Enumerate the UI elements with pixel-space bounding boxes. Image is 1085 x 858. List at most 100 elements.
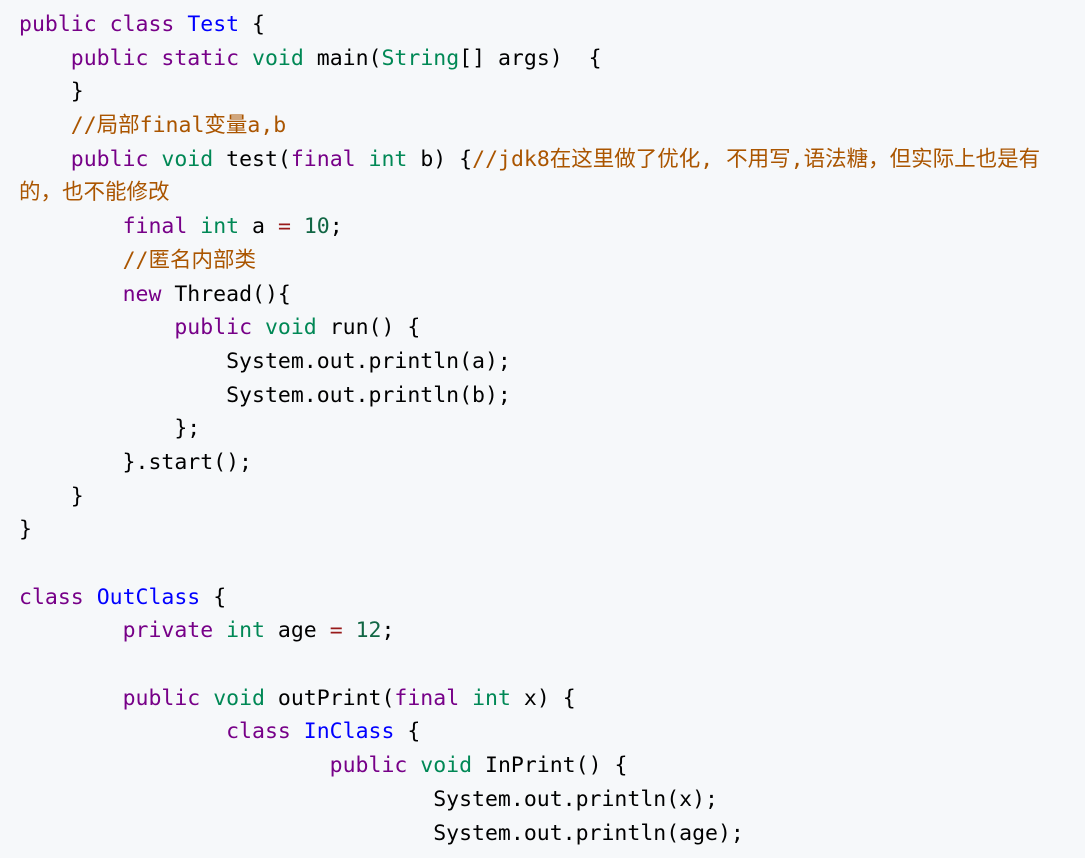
code-token-plain bbox=[19, 214, 123, 239]
code-line: new Thread(){ bbox=[19, 278, 1085, 312]
code-token-plain bbox=[19, 282, 123, 307]
code-token-keyword: final bbox=[290, 146, 356, 172]
code-token-keyword: class bbox=[226, 719, 291, 745]
code-token-plain: main( bbox=[303, 45, 382, 71]
code-line: public void InPrint() { bbox=[19, 749, 1085, 783]
code-token-keyword: public bbox=[329, 753, 408, 779]
code-token-plain: System.out.println(age); bbox=[19, 820, 744, 846]
code-token-plain bbox=[407, 753, 420, 778]
code-token-keyword: public bbox=[19, 12, 97, 37]
code-token-keyword: final bbox=[122, 214, 188, 240]
code-line: } bbox=[19, 480, 1085, 514]
code-token-keyword: static bbox=[161, 45, 240, 71]
code-line: ​ bbox=[19, 547, 1085, 581]
code-token-plain: test( bbox=[213, 146, 291, 172]
code-line: //匿名内部类 bbox=[19, 244, 1085, 278]
code-line: System.out.println(a); bbox=[19, 345, 1085, 379]
code-token-plain: }; bbox=[19, 416, 201, 442]
code-line: } bbox=[19, 513, 1085, 547]
code-line: }; bbox=[19, 412, 1085, 446]
code-token-plain: { bbox=[239, 12, 265, 37]
code-token-plain: outPrint( bbox=[264, 685, 395, 711]
code-token-keyword: public bbox=[70, 146, 149, 172]
code-line: public class Test { bbox=[19, 8, 1085, 42]
code-block: public class Test { public static void m… bbox=[0, 8, 1085, 858]
code-token-plain bbox=[459, 686, 472, 711]
code-line: //局部final变量a,b bbox=[19, 109, 1085, 143]
code-token-type: int bbox=[226, 618, 265, 644]
code-token-definition: Test bbox=[187, 12, 240, 37]
code-token-plain bbox=[19, 248, 123, 273]
code-token-plain bbox=[148, 147, 161, 172]
code-token-plain bbox=[19, 618, 123, 643]
code-token-comment: //局部final变量a,b bbox=[70, 113, 287, 139]
code-line: ​ bbox=[19, 648, 1085, 682]
code-token-plain: ; bbox=[381, 618, 395, 644]
code-line: public void outPrint(final int x) { bbox=[19, 682, 1085, 716]
code-line: 的，也不能修改 bbox=[19, 176, 1085, 210]
code-token-type: void bbox=[420, 753, 473, 779]
code-token-plain bbox=[84, 585, 97, 610]
code-token-plain bbox=[19, 46, 71, 71]
code-line: public static void main(String[] args) { bbox=[19, 42, 1085, 76]
code-token-type: void bbox=[161, 146, 214, 172]
code-line: }.start(); bbox=[19, 446, 1085, 480]
code-token-plain: age bbox=[264, 618, 330, 644]
code-token-plain: Thread(){ bbox=[161, 281, 291, 307]
code-token-type: int bbox=[368, 146, 408, 172]
code-token-plain: a bbox=[239, 214, 278, 240]
code-token-plain: } bbox=[19, 483, 84, 509]
code-token-plain: } bbox=[19, 79, 84, 105]
code-token-keyword: public bbox=[174, 315, 253, 341]
code-token-keyword: class bbox=[19, 584, 84, 610]
code-listing: public class Test { public static void m… bbox=[0, 8, 1085, 850]
code-token-type: void bbox=[252, 45, 304, 71]
code-token-plain: b) { bbox=[407, 146, 473, 172]
code-token-plain: { bbox=[394, 719, 421, 745]
code-token-plain bbox=[213, 618, 226, 643]
code-token-type: int bbox=[472, 685, 511, 711]
code-token-plain: } bbox=[19, 517, 32, 543]
code-token-plain: { bbox=[200, 584, 227, 610]
code-token-comment: 的，也不能修改 bbox=[19, 180, 170, 206]
code-token-plain: }.start(); bbox=[19, 449, 252, 475]
code-token-plain bbox=[252, 315, 265, 340]
code-token-operator: = bbox=[329, 618, 343, 644]
code-line: } bbox=[19, 75, 1085, 109]
code-line: System.out.println(x); bbox=[19, 783, 1085, 817]
code-line: public void run() { bbox=[19, 311, 1085, 345]
code-token-plain: System.out.println(a); bbox=[19, 348, 511, 374]
code-token-type: String bbox=[381, 45, 460, 71]
code-token-definition: OutClass bbox=[96, 584, 201, 610]
code-token-plain bbox=[19, 315, 174, 340]
code-line: private int age = 12; bbox=[19, 614, 1085, 648]
code-token-plain bbox=[19, 753, 330, 778]
code-token-plain bbox=[19, 147, 71, 172]
code-token-keyword: public bbox=[122, 685, 201, 711]
code-token-plain: System.out.println(x); bbox=[19, 786, 718, 812]
code-token-number: 10 bbox=[303, 214, 330, 240]
code-token-keyword: class bbox=[109, 12, 175, 37]
code-token-definition: InClass bbox=[303, 719, 395, 745]
code-token-plain bbox=[19, 113, 71, 138]
code-token-plain: x) { bbox=[510, 685, 576, 711]
code-line: System.out.println(age); bbox=[19, 817, 1085, 851]
code-token-number: 12 bbox=[355, 618, 382, 644]
code-token-plain bbox=[343, 618, 356, 643]
code-token-plain: ; bbox=[329, 214, 343, 240]
code-token-type: int bbox=[200, 214, 240, 240]
code-token-keyword: public bbox=[70, 45, 149, 71]
code-token-plain bbox=[174, 12, 187, 37]
code-token-plain: System.out.println(b); bbox=[19, 382, 511, 408]
code-token-comment: //jdk8在这里做了优化, 不用写,语法糖，但实际上也是有 bbox=[472, 146, 1041, 172]
code-token-plain bbox=[239, 46, 252, 71]
code-token-type: void bbox=[264, 315, 317, 341]
code-token-plain: run() { bbox=[316, 315, 421, 341]
code-token-keyword: final bbox=[394, 685, 460, 711]
code-line: System.out.println(b); bbox=[19, 379, 1085, 413]
code-token-plain bbox=[291, 719, 304, 744]
code-line: class OutClass { bbox=[19, 581, 1085, 615]
code-token-plain bbox=[19, 719, 226, 744]
code-token-plain: [] args) { bbox=[459, 45, 602, 71]
code-token-plain bbox=[19, 686, 123, 711]
